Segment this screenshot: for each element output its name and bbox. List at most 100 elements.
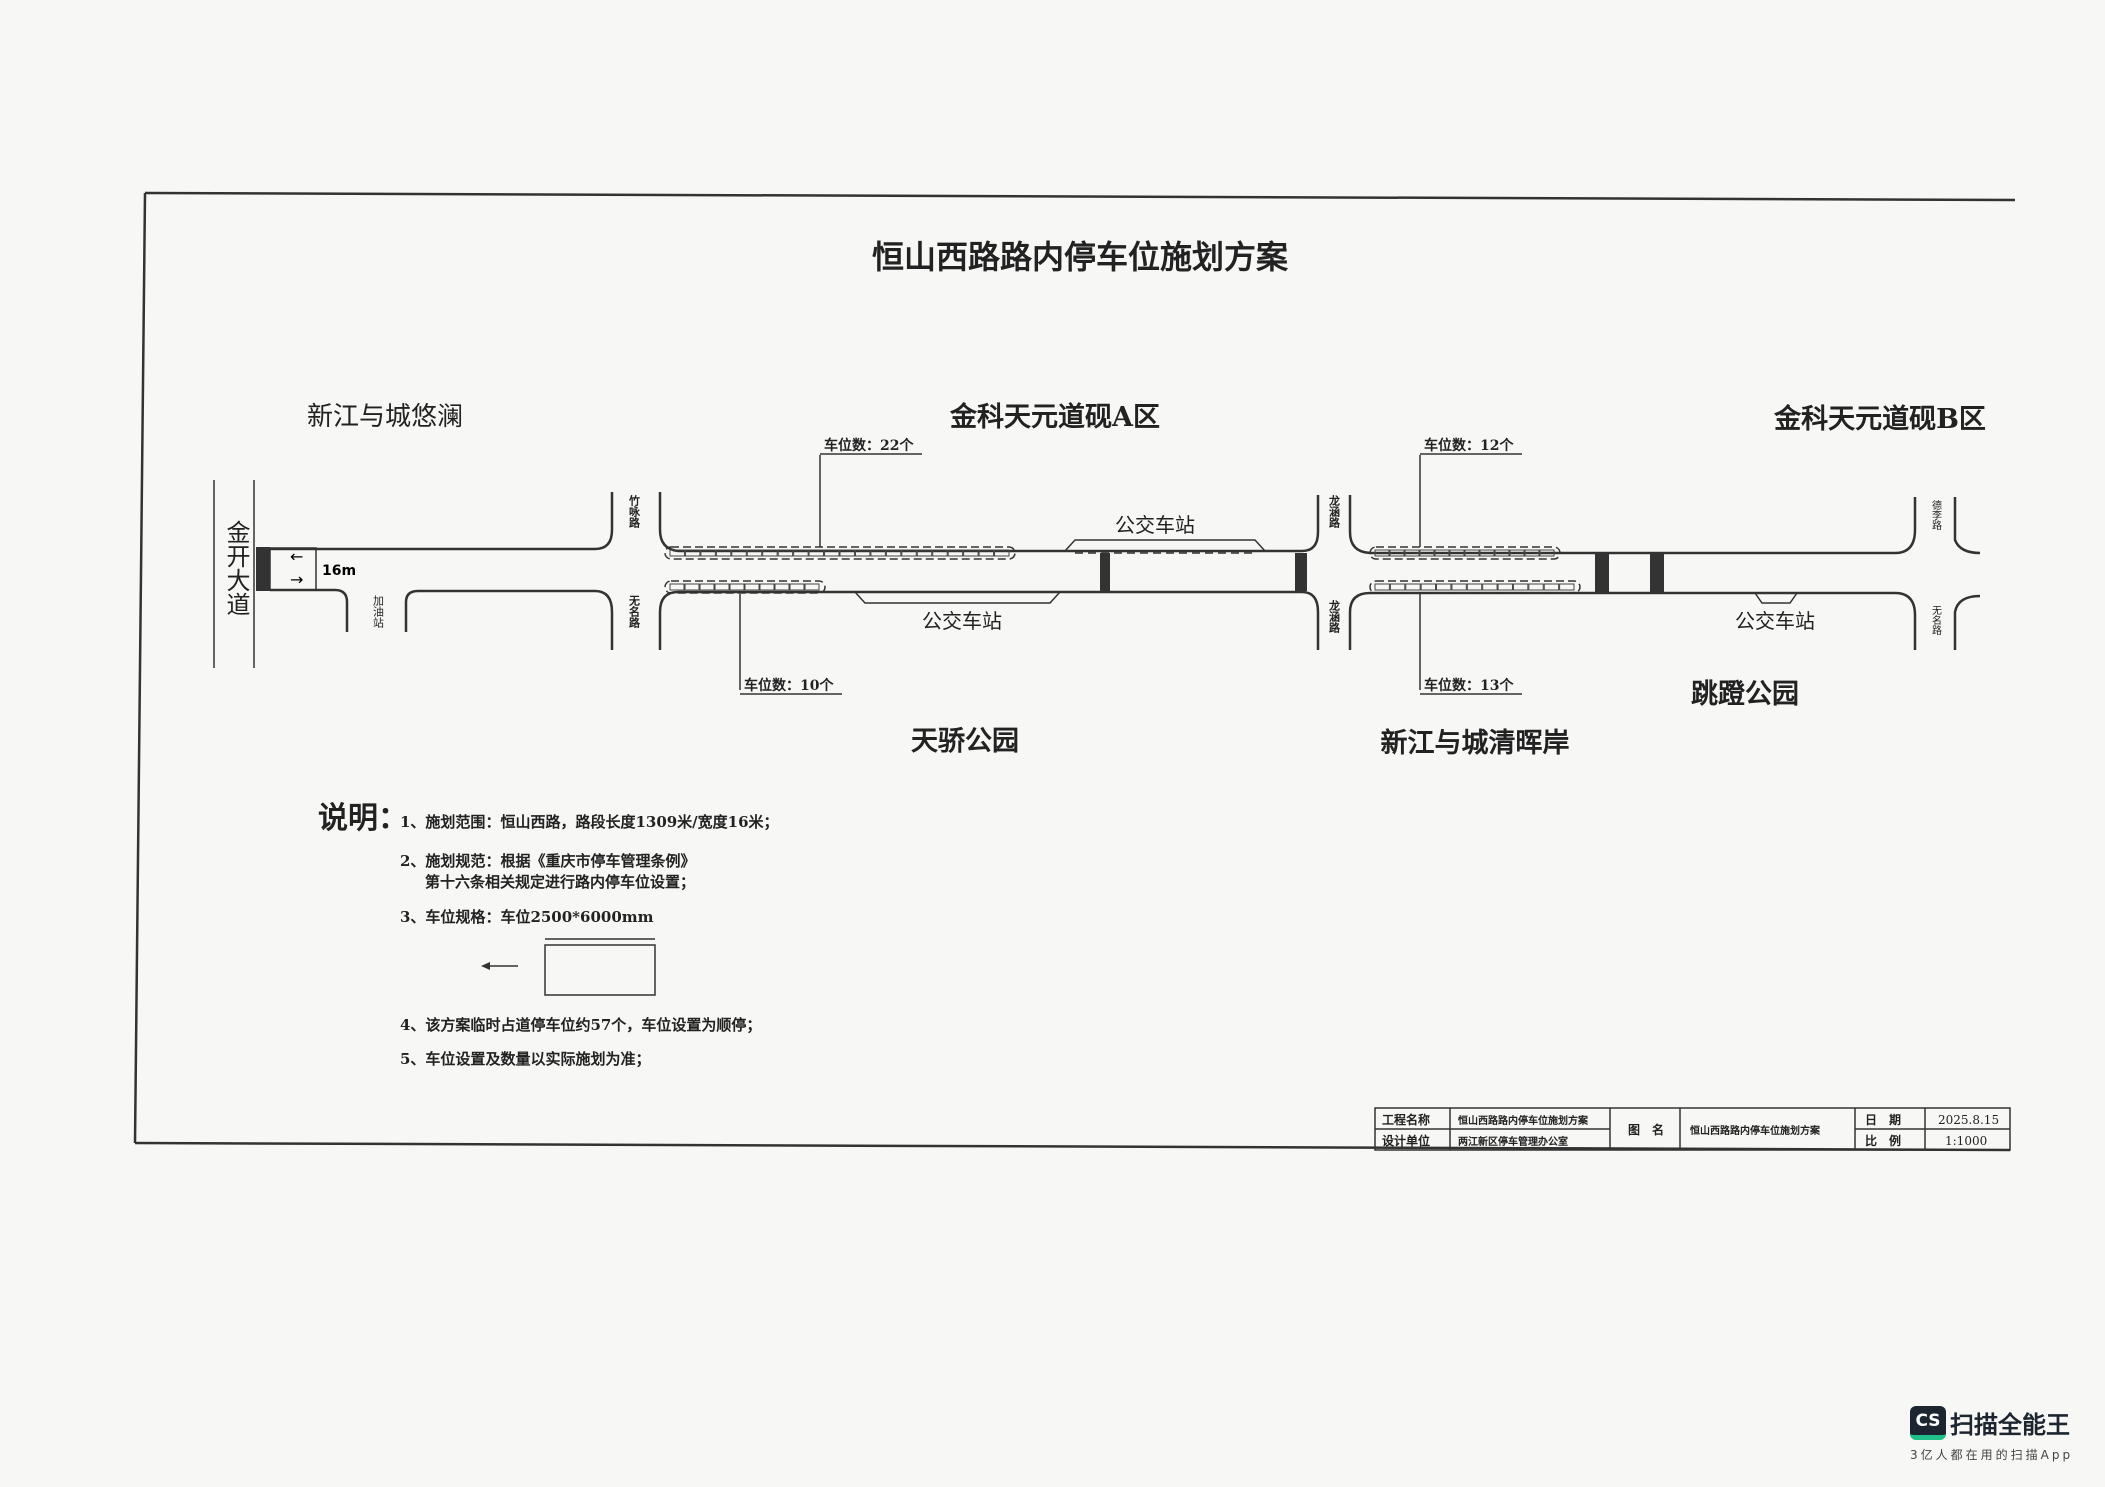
road-label: 竹咏路 [628,494,642,529]
parking-stall [885,549,902,557]
bus-stop-label: 公交车站 [1735,609,1815,633]
parking-stall [1451,583,1467,591]
note-item: 3、车位规格：车位2500*6000mm [400,908,654,926]
parking-stall [1389,583,1406,591]
parking-stall [1404,549,1420,557]
tb-design-label: 设计单位 [1382,1133,1430,1148]
parking-zone [1369,546,1561,560]
parking-stall [714,583,730,591]
parking-stall-diagram [544,944,656,996]
crosswalk [256,547,270,591]
bus-bay [854,591,1061,604]
area-label: 新江与城悠澜 [307,402,463,432]
area-label: 新江与城清晖岸 [1381,727,1570,759]
frame-left [133,192,147,1144]
parking-stall [870,549,886,557]
parking-count-label: 车位数：12个 [1424,437,1514,454]
parking-stall [1419,549,1435,557]
bus-stop-label: 公交车站 [1115,513,1195,537]
parking-stall [684,583,700,591]
road-edge [1348,495,1917,555]
parking-stall [824,549,840,557]
parking-stall [1497,583,1513,591]
parking-stall [901,549,917,557]
tb-drawing-value: 恒山西路路内停车位施划方案 [1690,1124,1821,1137]
arrow-head [481,962,490,970]
crosswalk [1100,553,1110,591]
bus-bay [1064,539,1266,552]
parking-stall [854,549,871,557]
tb-project-value: 恒山西路路内停车位施划方案 [1458,1114,1589,1127]
area-label: 金科天元道砚A区 [949,401,1160,433]
parking-stall [1449,549,1465,557]
parking-count-label: 车位数：22个 [824,437,914,454]
road-label: 无名路 [1930,605,1942,636]
parking-stall [793,549,809,557]
parking-stall [1482,583,1498,591]
tb-drawing-label: 图 名 [1628,1122,1664,1137]
road-label: 无名路 [628,595,642,629]
parking-stall [1543,583,1560,591]
road-label: 德李路 [1930,499,1942,531]
parking-stall [916,549,933,557]
note-item: 第十六条相关规定进行路内停车位设置； [425,873,695,891]
bus-stop-label: 公交车站 [922,609,1002,633]
note-item: 5、车位设置及数量以实际施划为准； [400,1050,650,1068]
page-title: 恒山西路路内停车位施划方案 [872,238,1289,276]
parking-stall [1512,583,1529,591]
road-label: 龙涵路 [1328,494,1342,529]
tb-scale-label: 比 例 [1865,1133,1901,1148]
road-edge [270,492,614,551]
parking-stall [1464,549,1480,557]
road-label: 龙涵路 [1328,599,1342,634]
watermark-name: 扫描全能王 [1950,1411,2070,1439]
parking-stall [1389,549,1405,557]
tb-date-value: 2025.8.15 [1938,1113,1999,1127]
area-label: 金科天元道砚B区 [1773,403,1986,435]
parking-stall [731,549,747,557]
title-block: 工程名称 恒山西路路内停车位施划方案 设计单位 两江新区停车管理办公室 图 名 … [1374,1107,2011,1151]
frame-top [144,191,2016,202]
parking-stall [774,583,790,591]
note-item: 4、该方案临时占道停车位约57个，车位设置为顺停； [400,1016,761,1034]
parking-stall [1466,583,1483,591]
parking-zone [664,580,826,594]
parking-stall [1374,549,1390,557]
parking-stall [1528,583,1544,591]
parking-stall [1374,583,1390,591]
tb-design-value: 两江新区停车管理办公室 [1458,1135,1568,1148]
tb-date-label: 日 期 [1865,1112,1901,1127]
parking-stall [804,583,820,591]
road-edge [1953,594,1981,650]
parking-stall [994,549,1010,557]
road-edge [1953,497,1981,555]
notes-heading: 说明： [318,801,408,836]
parking-stall [808,549,825,557]
parking-stall [1479,549,1495,557]
road-edge [270,588,349,632]
parking-stall [1494,549,1510,557]
crosswalk [1295,553,1307,591]
road-label: 加油站 [372,595,385,629]
frame-bottom [134,1141,2011,1152]
parking-stall [1559,583,1575,591]
parking-zone [664,546,1016,560]
tb-scale-value: 1:1000 [1945,1134,1987,1148]
parking-stall [684,549,701,557]
note-item: 1、施划范围：恒山西路，路段长度1309米/宽度16米； [400,813,779,831]
parking-stall [978,549,995,557]
parking-stall [759,583,775,591]
road-label-jinkai: 金开大道 [222,520,250,616]
road-edge [1348,591,1917,650]
bus-bay [1754,592,1798,604]
parking-stall [1434,549,1450,557]
parking-stall [762,549,778,557]
parking-stall [699,583,715,591]
parking-stall [963,549,979,557]
parking-stall [1539,549,1555,557]
parking-count-label: 车位数：13个 [1424,677,1514,694]
parking-stall [932,549,948,557]
parking-stall [715,549,732,557]
road-edge [658,590,1320,650]
